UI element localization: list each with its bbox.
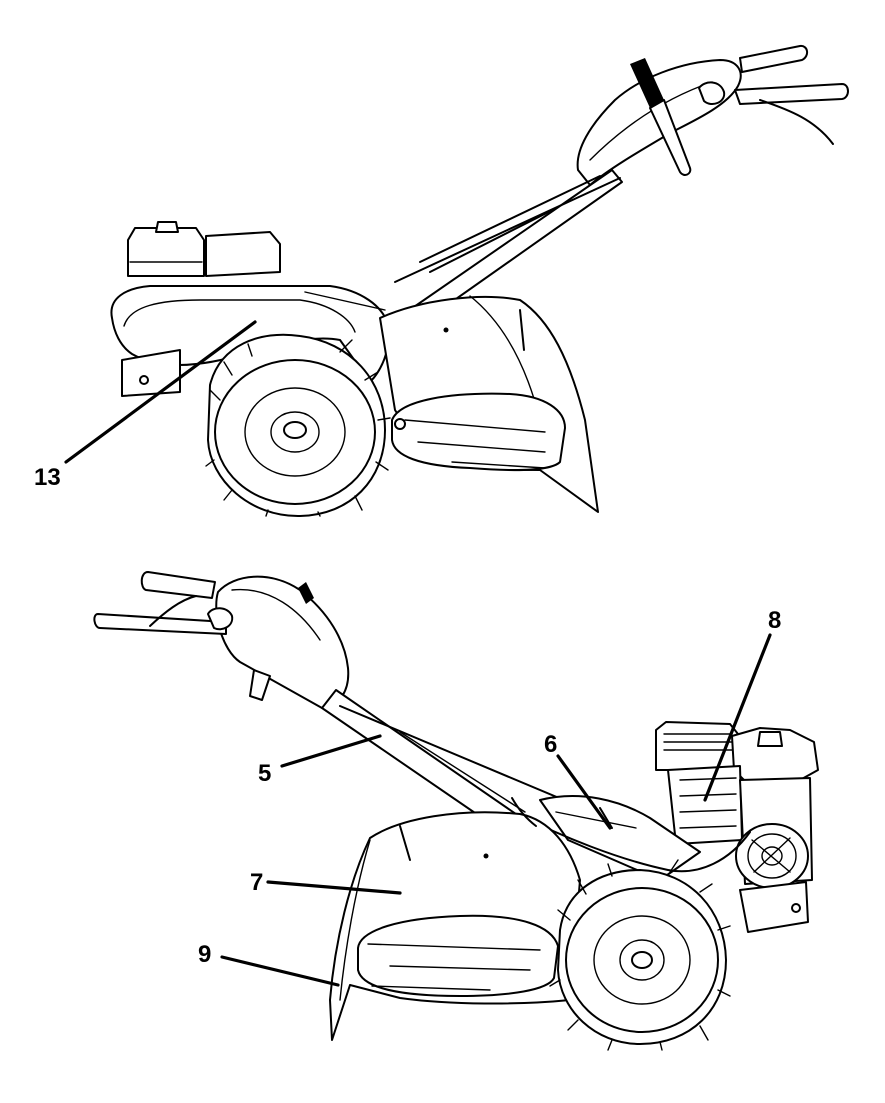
callout-9: 9	[198, 941, 211, 968]
leader-5	[280, 734, 382, 768]
leader-13	[64, 320, 257, 464]
bottom-bracket	[739, 881, 809, 933]
lever-knob-icon	[298, 582, 314, 604]
leader-7	[266, 880, 402, 895]
top-engine	[127, 221, 281, 277]
top-handlebar	[576, 44, 849, 186]
bottom-tiller-illustration	[93, 571, 819, 1051]
callout-6: 6	[544, 731, 557, 758]
top-tiller-illustration	[110, 44, 849, 518]
leader-8	[703, 633, 772, 802]
leader-9	[220, 955, 340, 987]
lever-grip-icon	[630, 58, 664, 108]
top-tine-hood	[379, 295, 599, 513]
top-bracket	[121, 349, 181, 397]
leader-6	[556, 754, 612, 830]
callout-13: 13	[34, 464, 61, 491]
top-wheel	[205, 333, 391, 518]
callout-8: 8	[768, 607, 781, 634]
bottom-engine	[655, 721, 819, 889]
bottom-tine-hood	[329, 797, 581, 1041]
bottom-handlebar	[93, 571, 350, 709]
callout-7: 7	[250, 869, 263, 896]
callout-5: 5	[258, 760, 271, 787]
bottom-wheel	[549, 859, 731, 1051]
